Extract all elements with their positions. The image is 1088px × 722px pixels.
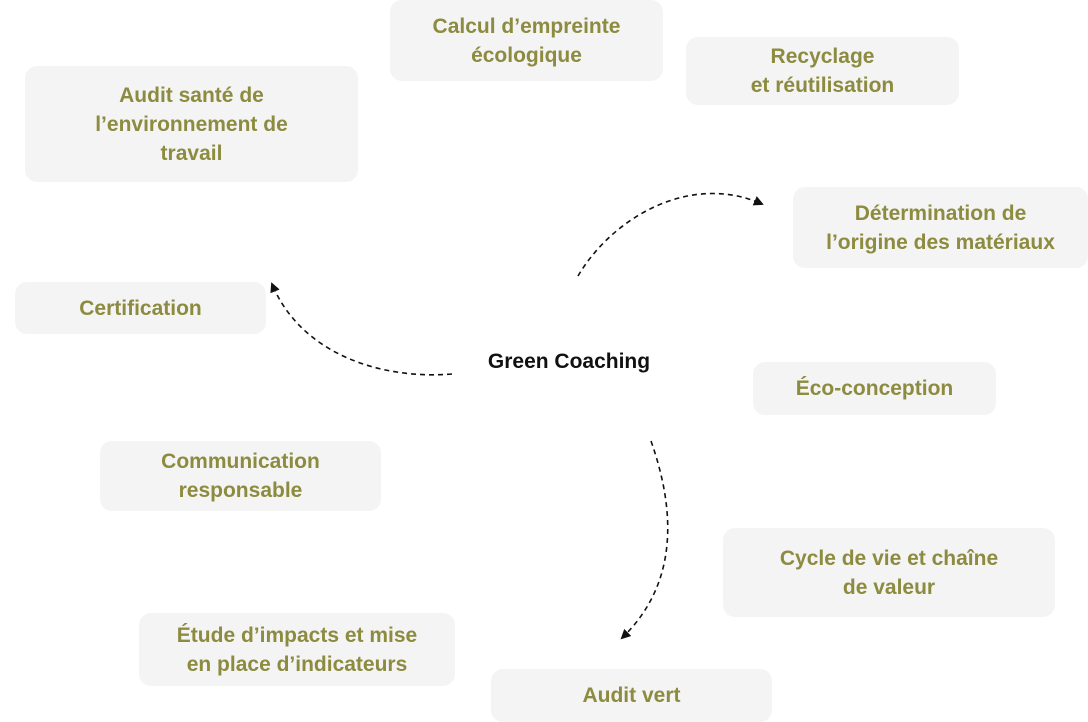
arrow-to-audit-vert: [620, 440, 669, 640]
node-calcul-empreinte: Calcul d’empreinte écologique: [390, 0, 663, 81]
arrow-to-determination: [577, 192, 764, 277]
node-audit-vert: Audit vert: [491, 669, 772, 722]
node-communication: Communication responsable: [100, 441, 381, 511]
node-recyclage: Recyclage et réutilisation: [686, 37, 959, 105]
node-etude-impacts: Étude d’impacts et mise en place d’indic…: [139, 613, 455, 686]
center-label: Green Coaching: [487, 350, 651, 373]
node-cycle-de-vie: Cycle de vie et chaîne de valeur: [723, 528, 1055, 617]
arrow-to-certification: [270, 282, 453, 376]
node-eco-conception: Éco-conception: [753, 362, 996, 415]
node-certification: Certification: [15, 282, 266, 334]
node-audit-sante: Audit santé de l’environnement de travai…: [25, 66, 358, 182]
node-determination-origine: Détermination de l’origine des matériaux: [793, 187, 1088, 268]
